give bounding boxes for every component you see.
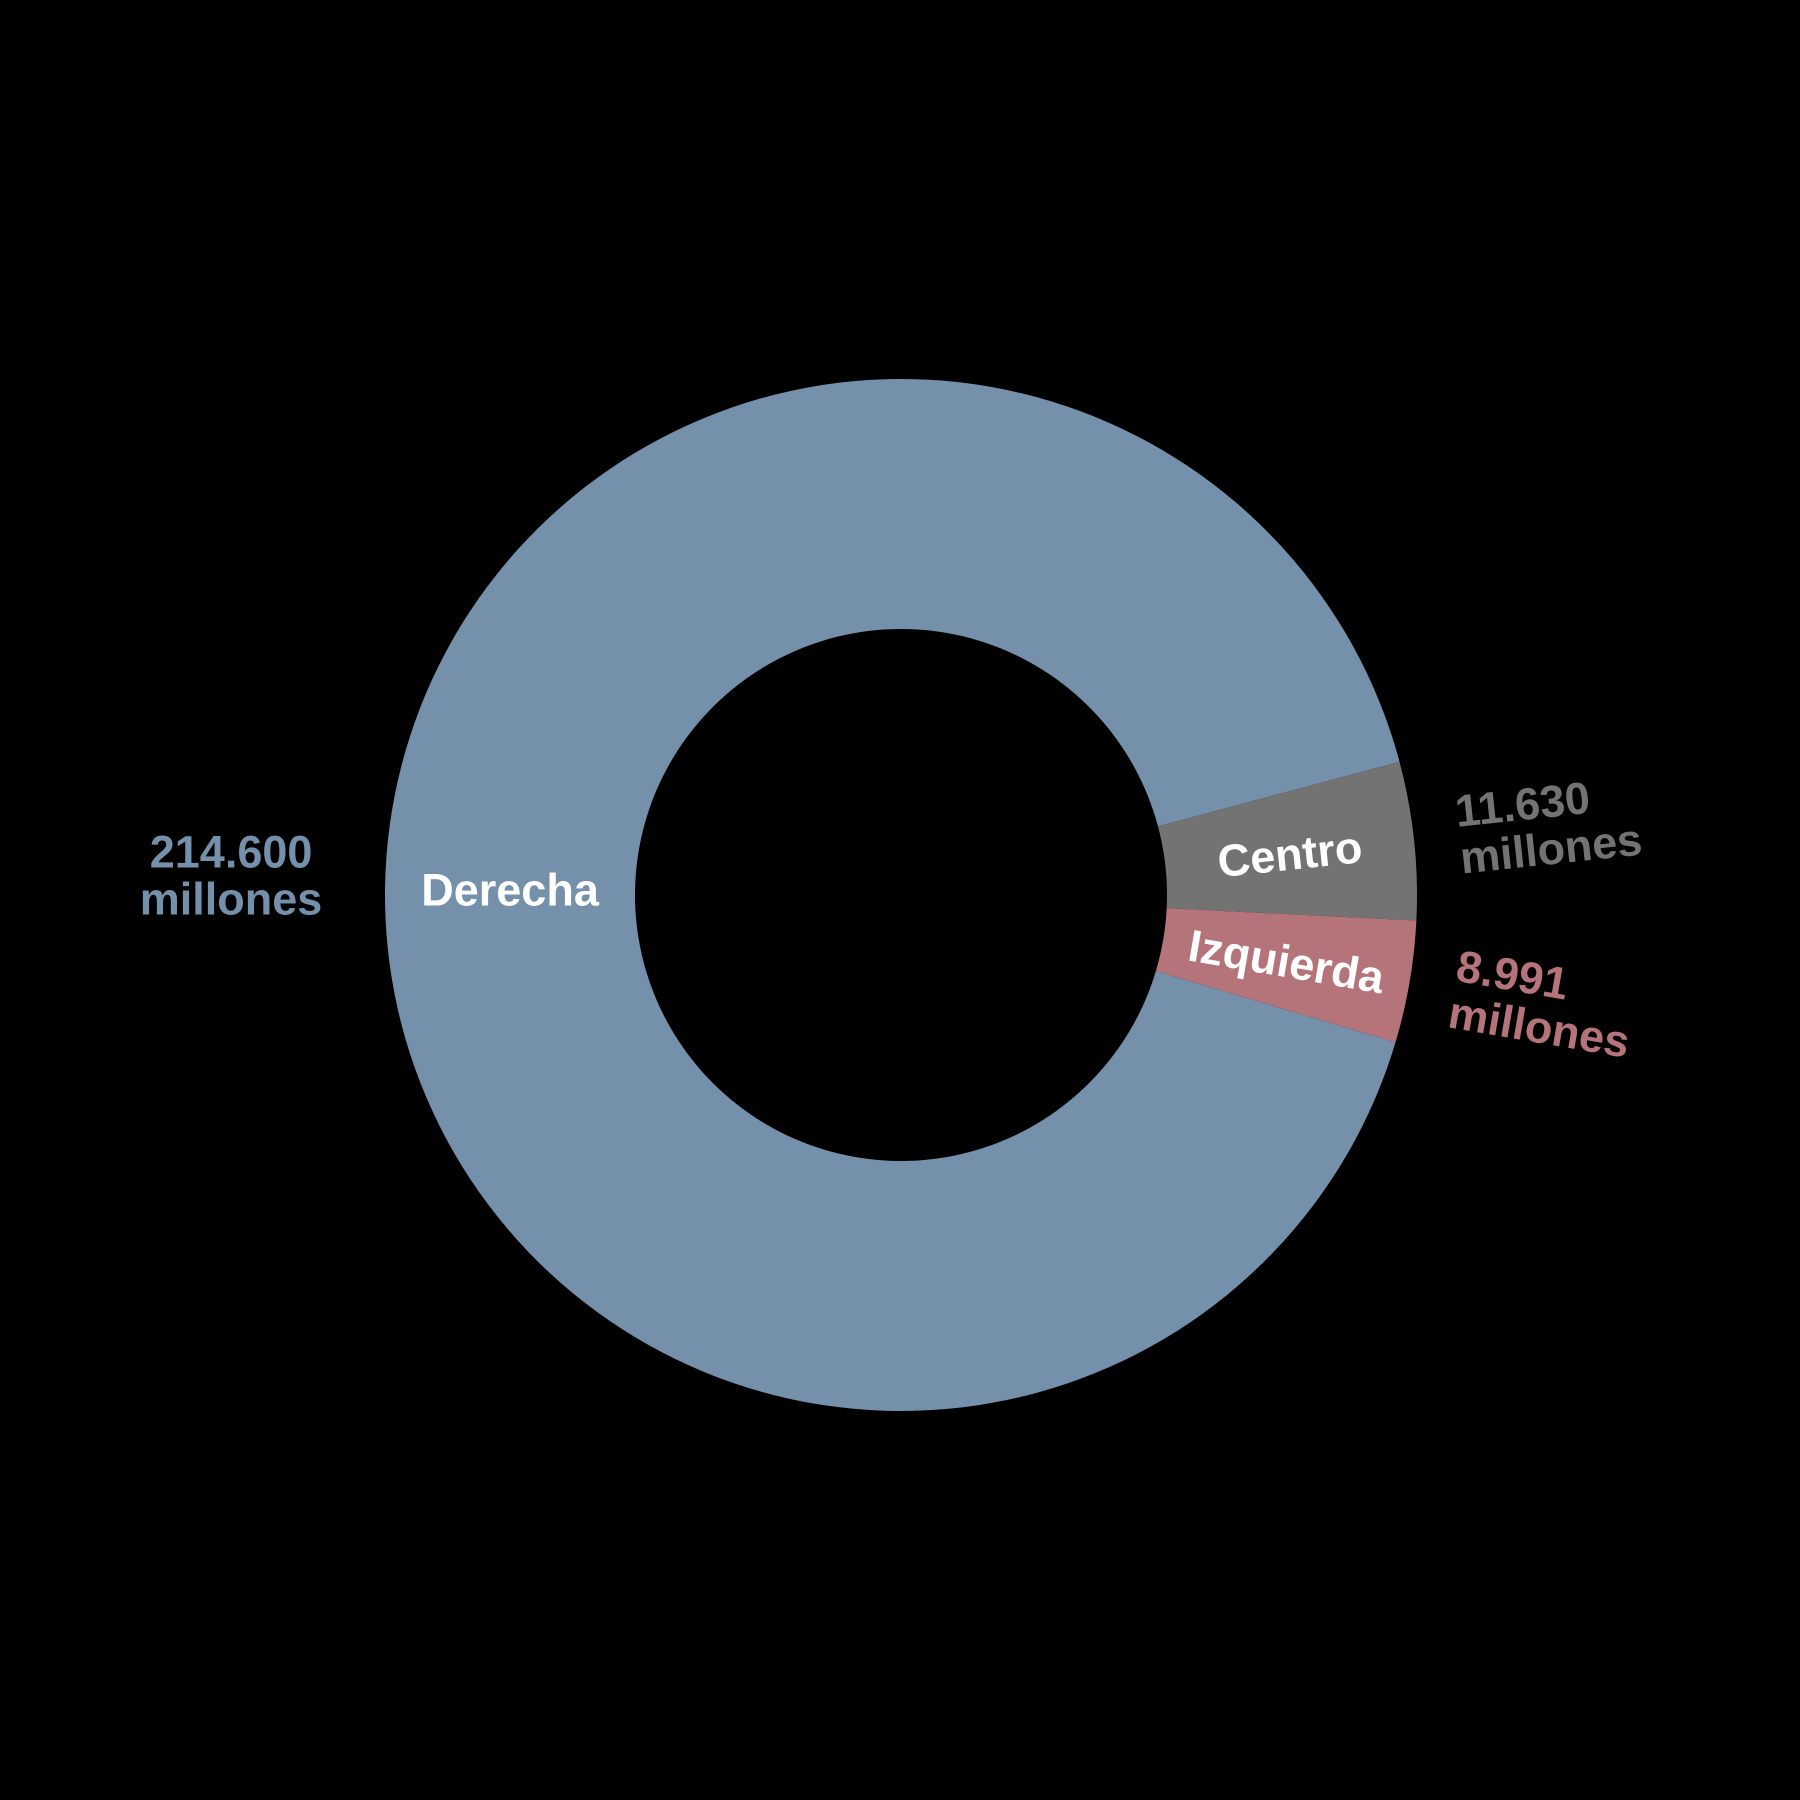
slice-derecha: [384, 378, 1400, 1411]
slice-izquierda: [1155, 908, 1417, 1043]
slice-label-derecha: Derecha: [421, 864, 600, 915]
value-unit-derecha: millones: [140, 873, 323, 924]
value-number-derecha: 214.600: [150, 826, 313, 877]
slice-centro: [1157, 761, 1418, 921]
